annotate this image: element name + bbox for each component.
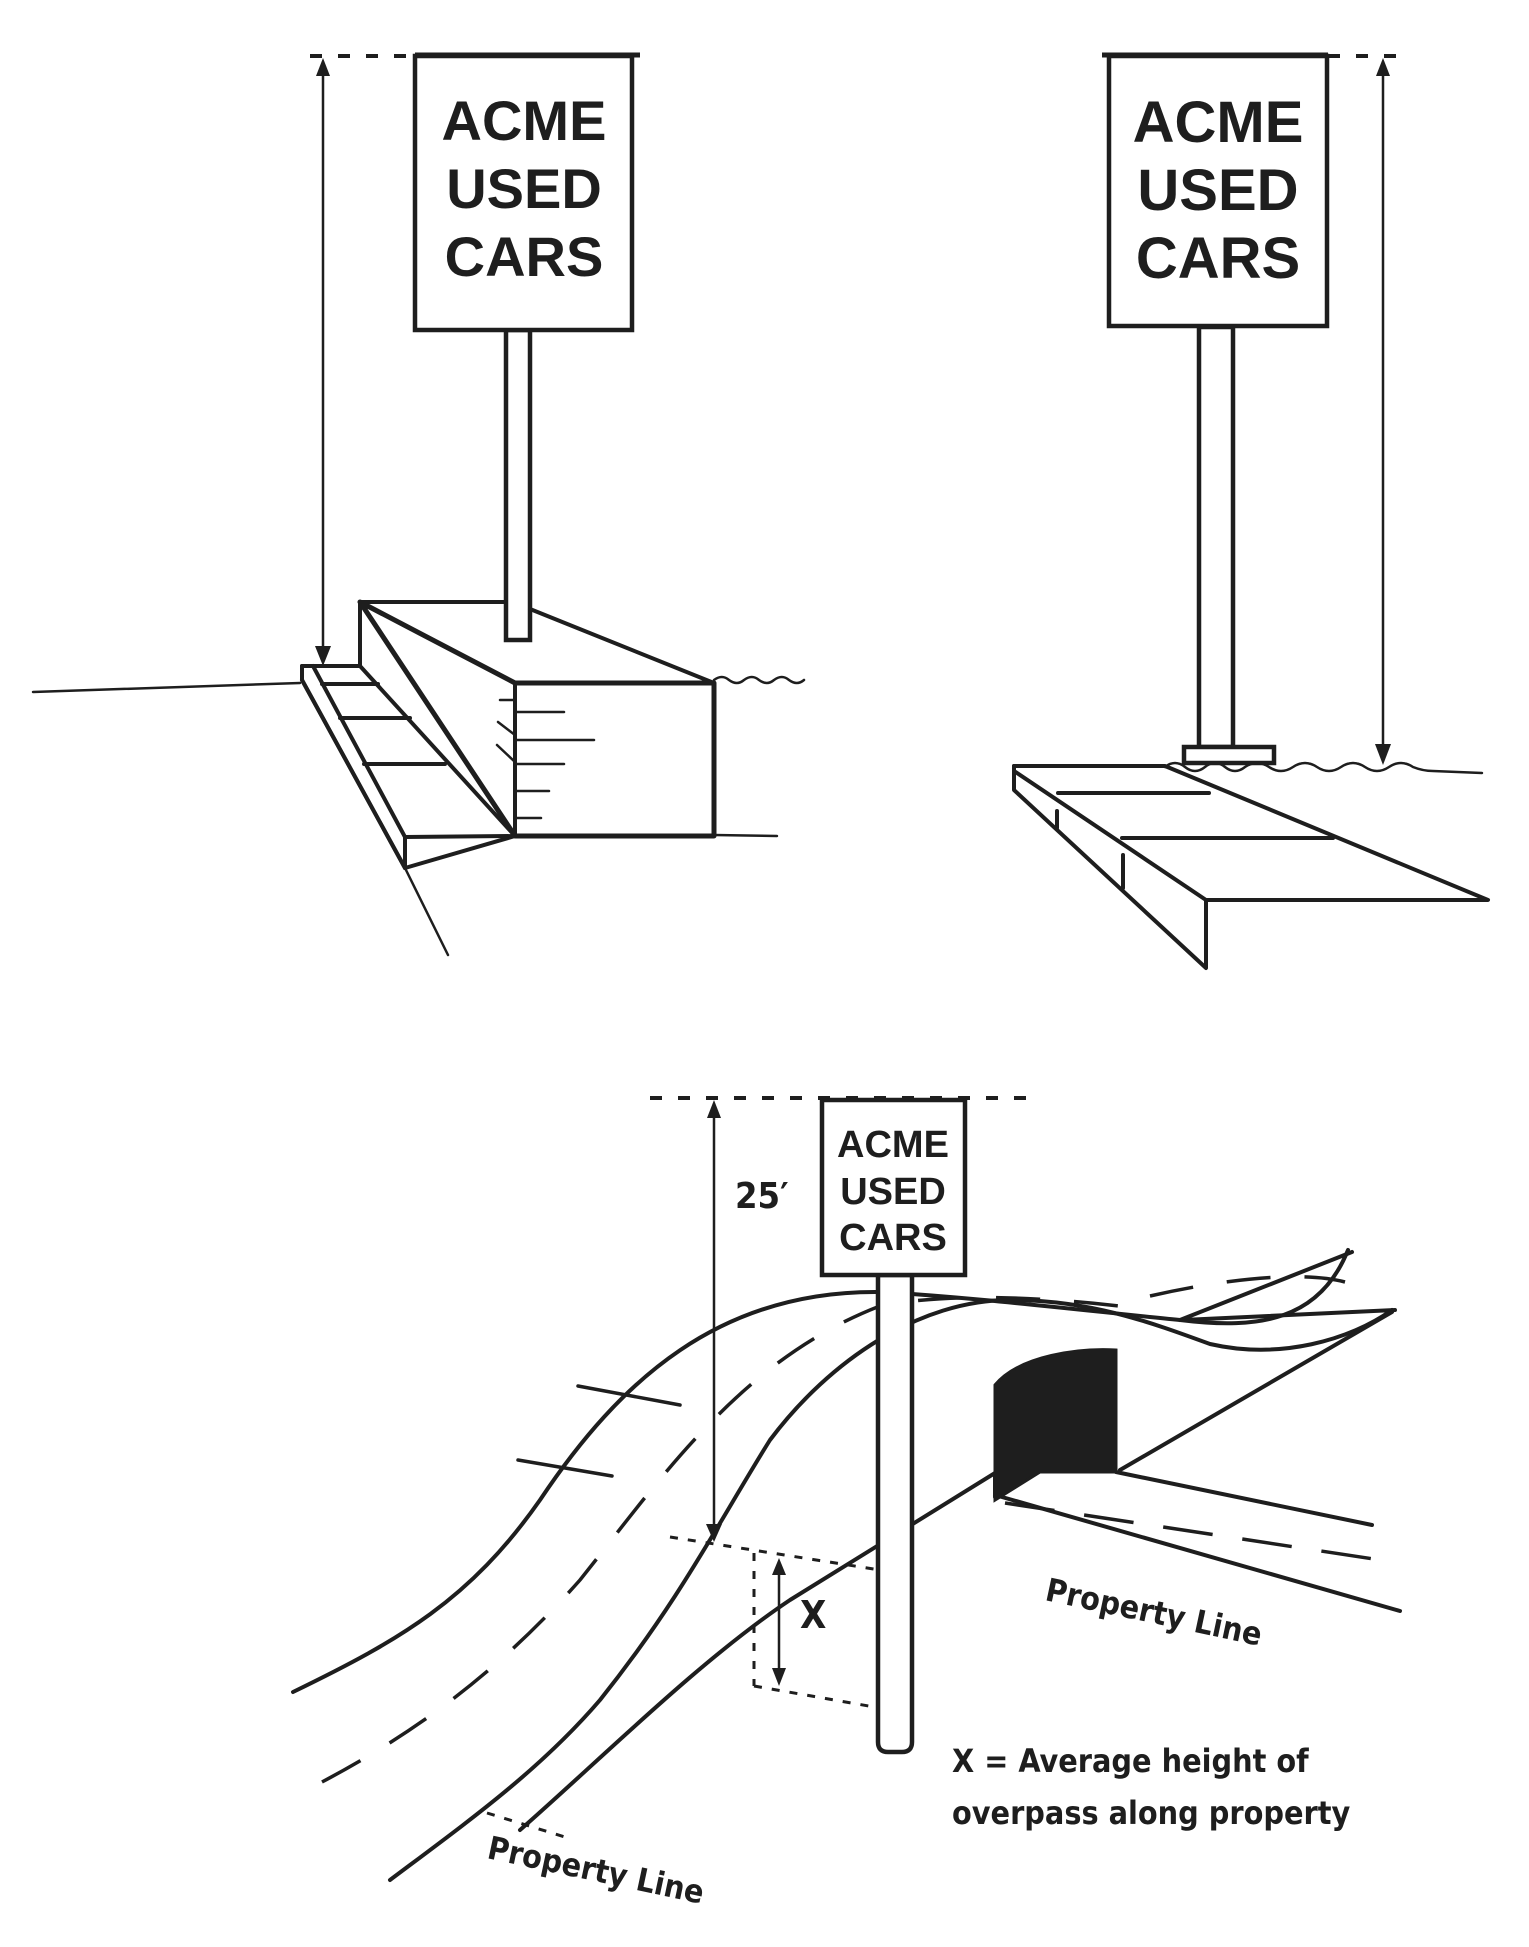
height-25-arrow	[706, 1100, 722, 1542]
arrow-up-icon	[316, 58, 330, 76]
left-sign-figure: ACME USED CARS	[31, 52, 806, 957]
sign-line-3: CARS	[445, 225, 604, 288]
arrow-down-icon	[772, 1668, 786, 1686]
sign-board: ACME USED CARS	[819, 1097, 968, 1278]
sign-line-3: CARS	[839, 1217, 947, 1259]
sign-line-2: USED	[840, 1171, 946, 1213]
curb-steps	[31, 664, 517, 957]
tunnel-opening	[993, 1348, 1118, 1503]
sign-line-1: ACME	[1133, 90, 1304, 155]
property-line-label-right: Property Line	[1042, 1571, 1265, 1654]
sign-line-3: CARS	[1136, 226, 1300, 291]
height-label: 25′	[735, 1176, 789, 1217]
sign-line-1: ACME	[442, 89, 607, 152]
x-label: X	[800, 1593, 826, 1637]
overpass-embankment	[518, 1310, 1402, 1832]
sign-line-2: USED	[1137, 158, 1298, 223]
arrow-down-icon	[315, 646, 331, 666]
overpass-road	[291, 1248, 1397, 1882]
raised-base-block	[357, 599, 806, 839]
arrow-up-icon	[707, 1100, 721, 1118]
ground-wave	[1163, 761, 1484, 775]
right-sign-figure: ACME USED CARS	[1012, 52, 1490, 970]
sign-line-1: ACME	[837, 1124, 949, 1166]
arrow-up-icon	[772, 1558, 786, 1575]
legend-line-1: X = Average height of	[952, 1742, 1309, 1780]
ground-wave	[712, 675, 806, 685]
sign-board: ACME USED CARS	[1106, 53, 1330, 329]
pole-base-plate	[1181, 744, 1277, 766]
height-arrow	[315, 58, 331, 666]
sign-board: ACME USED CARS	[412, 53, 635, 333]
sidewalk-slab	[1012, 764, 1490, 970]
property-line-label-left: Property Line	[484, 1829, 707, 1912]
sign-line-2: USED	[446, 157, 602, 220]
overpass-sign-figure: 25′	[291, 1096, 1402, 1912]
legend-line-2: overpass along property	[952, 1794, 1351, 1832]
height-arrow	[1375, 58, 1391, 765]
x-measurement: X	[669, 1535, 881, 1710]
arrow-down-icon	[1375, 744, 1391, 765]
sign-pole	[875, 1272, 915, 1755]
sign-pole	[503, 327, 533, 643]
sign-pole	[1196, 324, 1236, 750]
arrow-up-icon	[1376, 58, 1390, 76]
